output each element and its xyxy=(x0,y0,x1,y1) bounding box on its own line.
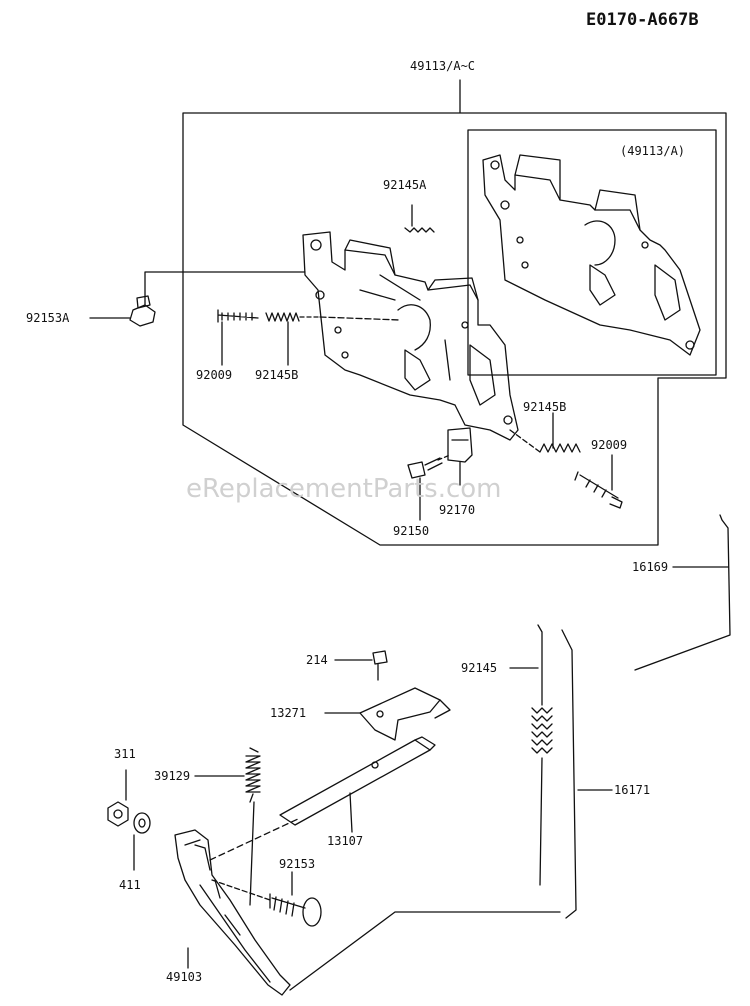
bolt-92150 xyxy=(407,461,426,479)
assembly-outline xyxy=(182,79,727,546)
part-label-49113: 49113/A~C xyxy=(410,59,476,73)
part-label-92145A: 92145A xyxy=(383,178,427,192)
part-label-92145B-upper: 92145B xyxy=(255,368,299,382)
bracket-92170 xyxy=(447,427,473,463)
part-label-92153: 92153 xyxy=(279,857,316,871)
spring-39129 xyxy=(245,747,261,803)
part-label-39129: 39129 xyxy=(154,769,191,783)
rod-16169 xyxy=(634,514,731,671)
part-label-214: 214 xyxy=(306,653,328,667)
part-label-92150: 92150 xyxy=(393,524,430,538)
screw-92009-upper xyxy=(217,309,259,323)
part-label-16169: 16169 xyxy=(632,560,669,574)
part-label-92009-upper: 92009 xyxy=(196,368,233,382)
part-label-92153A: 92153A xyxy=(26,311,70,325)
part-label-49103: 49103 xyxy=(166,970,203,984)
governor-plate-main xyxy=(302,231,519,441)
spring-92145 xyxy=(531,624,553,886)
bolt-92153A xyxy=(129,304,156,327)
watermark: eReplacementParts.com xyxy=(186,474,502,504)
bolt-214 xyxy=(372,650,388,665)
bolt-92153 xyxy=(269,893,306,917)
part-label-92170: 92170 xyxy=(439,503,476,517)
part-label-16171: 16171 xyxy=(614,783,651,797)
rod-16171 xyxy=(561,629,577,919)
part-label-92145: 92145 xyxy=(461,661,498,675)
lever-49103 xyxy=(174,829,291,996)
washer-411 xyxy=(133,812,151,834)
inset-box xyxy=(467,129,717,376)
part-label-13271: 13271 xyxy=(270,706,307,720)
spring-92145B-lower xyxy=(539,443,581,453)
inset-label: (49113/A) xyxy=(620,144,686,158)
screw-92009-lower xyxy=(574,471,623,509)
spring-92145B-upper xyxy=(265,312,300,322)
diagram-code: E0170-A667B xyxy=(586,10,699,30)
part-label-13107: 13107 xyxy=(327,834,364,848)
part-label-311: 311 xyxy=(114,747,136,761)
part-label-92009-lower: 92009 xyxy=(591,438,628,452)
shaft-13107 xyxy=(279,739,431,826)
governor-plate-inset xyxy=(482,154,701,356)
part-label-92145B-lower: 92145B xyxy=(523,400,567,414)
nut-311 xyxy=(107,801,129,827)
spring-92145A xyxy=(404,227,435,233)
part-label-411: 411 xyxy=(119,878,141,892)
bracket-13271 xyxy=(359,687,441,741)
